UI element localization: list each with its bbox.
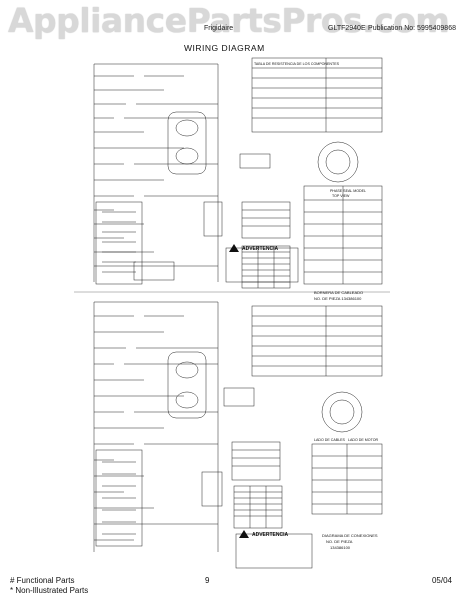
harness-title-top: BORNERA DE CABLEADO (314, 290, 363, 295)
wire-side-view-label: LADO DE CABLES (314, 438, 346, 442)
wiring-diagram-sheet: TABLA DE RESISTENCIA DE LOS COMPONENTES … (74, 52, 390, 570)
publication-number: Publication No: 5995409868 (368, 25, 456, 32)
harness-part-bottom: NO. DE PIEZA (326, 539, 353, 544)
warning-label-top: ADVERTENCIA (242, 246, 279, 252)
resistance-table-title: TABLA DE RESISTENCIA DE LOS COMPONENTES (254, 62, 340, 66)
harness-title-bottom: DIAGRAMA DE CONEXIONES (322, 533, 378, 538)
page-title: WIRING DIAGRAM (184, 43, 265, 53)
motor-side-view-label: LADO DE MOTOR (348, 438, 378, 442)
harness-part-top: NO. DE PIEZA 134386100 (314, 296, 362, 301)
model-code: GLTF2940E (328, 25, 366, 32)
harness-number-bottom: 134386100 (330, 545, 351, 550)
legend-non-illustrated-parts: * Non-Illustrated Parts (10, 586, 89, 595)
plug-label-bottom: TOP VIEW (332, 194, 350, 198)
watermark-banner: AppliancePartsPros.com (8, 1, 450, 40)
legend-functional-parts: # Functional Parts (10, 576, 75, 585)
warning-label-bottom: ADVERTENCIA (252, 532, 289, 538)
plug-label-top: PHASE SEAL MODEL (330, 189, 366, 193)
brand-label: Frigidaire (204, 25, 234, 32)
wiring-diagram-svg: TABLA DE RESISTENCIA DE LOS COMPONENTES … (74, 57, 390, 569)
page-number: 9 (205, 576, 210, 585)
publication-date: 05/04 (431, 576, 452, 585)
